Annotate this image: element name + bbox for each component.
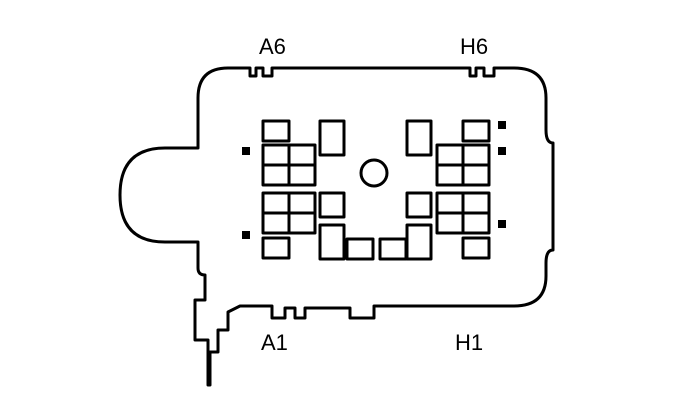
pin-cavity [405,191,433,219]
pin-cavity [287,211,317,235]
pin-cavity [287,191,317,215]
pin-cavity [461,143,491,167]
pin-cavity [461,191,491,215]
label-a1: A1 [261,330,288,355]
pin-cavity [261,211,291,235]
pin-cavity [461,211,491,235]
pin-cavity [345,237,375,261]
pin-cavity [318,223,346,261]
pin-cavity [435,163,465,187]
locator-square [242,147,250,155]
pin-cavity [435,211,465,235]
center-alignment-hole [359,158,389,188]
locator-square [498,147,506,155]
pin-cavity [318,191,346,219]
pin-cavity [261,119,291,143]
pin-cavity [378,237,408,261]
locator-square [498,121,506,129]
pin-cavity [461,236,491,260]
pin-cavity [318,119,346,157]
pin-cavity [261,191,291,215]
locator-square [498,220,506,228]
pin-cavity [405,119,433,157]
connector-housing-outline [118,66,555,387]
pin-cavity [287,163,317,187]
pin-cavity [461,119,491,143]
label-a6: A6 [259,34,286,59]
pin-cavity [435,191,465,215]
pin-cavity [461,163,491,187]
pin-cavity [405,223,433,261]
pin-cavity [261,236,291,260]
pin-cavity [261,163,291,187]
pin-cavity [435,143,465,167]
pin-cavity [261,143,291,167]
label-h6: H6 [460,34,488,59]
pin-cavity [287,143,317,167]
label-h1: H1 [455,330,483,355]
locator-square [242,231,250,239]
